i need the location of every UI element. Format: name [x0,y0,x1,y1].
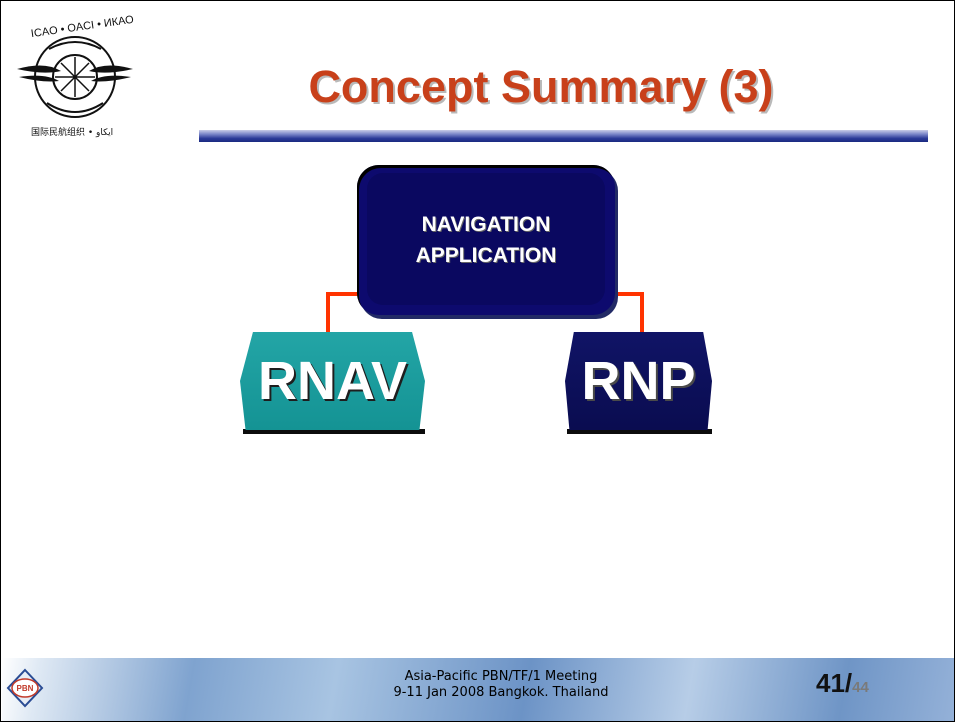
pbn-logo-text: PBN [17,684,34,693]
navigation-application-box: NAVIGATION APPLICATION [357,165,615,315]
connector-right-vertical [640,292,644,334]
rnav-box-shadow [243,429,425,434]
page-current: 41/ [816,668,853,698]
navigation-application-line2: APPLICATION [415,244,557,267]
title-divider [199,130,928,142]
connector-right-horizontal [613,292,644,296]
rnav-box: RNAV [240,332,425,430]
logo-text-top: ICAO • OACI • ИКАО [30,14,135,40]
pbn-logo-icon: PBN [6,668,44,708]
navigation-application-line1: NAVIGATION [421,213,551,236]
footer-band [2,658,954,721]
rnp-box-shadow [567,429,712,434]
connector-left-vertical [326,292,330,334]
page-title: Concept Summary (3) [308,61,774,112]
logo-text-bottom: 国际民航组织 • ایكاو [31,126,113,138]
connector-left-horizontal [326,292,359,296]
page-total: 44 [852,679,869,696]
footer-line1: Asia-Pacific PBN/TF/1 Meeting [404,669,598,684]
rnp-box: RNP [565,332,712,430]
footer-line2: 9-11 Jan 2008 Bangkok. Thailand [393,685,609,700]
footer-meeting-info: Asia-Pacific PBN/TF/1 Meeting 9-11 Jan 2… [381,669,621,701]
page-number: 41/44 [816,668,869,699]
icao-emblem-icon: ICAO • OACI • ИКАО 国际民航组织 • ایكاو [17,14,135,138]
